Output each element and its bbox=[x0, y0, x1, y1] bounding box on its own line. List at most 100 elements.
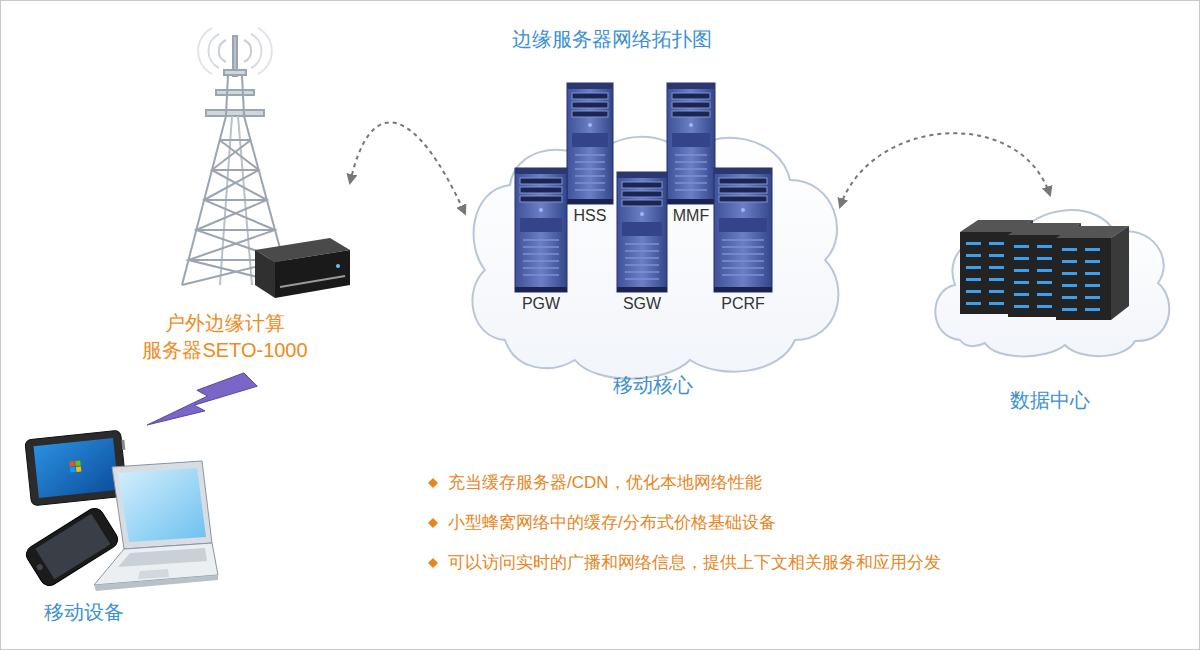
cloud-outline bbox=[472, 137, 838, 379]
node-art bbox=[665, 83, 717, 228]
server-vent bbox=[523, 260, 559, 262]
radio-wave bbox=[198, 28, 212, 74]
server-vent bbox=[523, 239, 559, 241]
radio-wave bbox=[208, 34, 219, 68]
rack-led bbox=[966, 254, 981, 257]
radio-wave bbox=[244, 40, 251, 62]
server-vent bbox=[625, 250, 659, 252]
server-body bbox=[714, 168, 772, 292]
node-label: PGW bbox=[522, 294, 560, 314]
server-body bbox=[617, 172, 667, 292]
server-panel bbox=[719, 218, 767, 232]
phone-button bbox=[36, 563, 44, 571]
node-art bbox=[565, 83, 615, 228]
server-vent bbox=[523, 267, 559, 269]
server-panel bbox=[572, 133, 608, 147]
server-vent bbox=[675, 182, 707, 184]
drive-bay bbox=[672, 102, 710, 108]
rack-led bbox=[1014, 293, 1029, 296]
edge-server-node: 户外边缘计算 服务器SETO-1000 bbox=[100, 28, 350, 372]
tower-brace bbox=[196, 229, 275, 231]
server-vent bbox=[625, 257, 659, 259]
core-cloud: 移动核心HSSMMFPGWSGWPCRF bbox=[465, 75, 840, 405]
phone bbox=[23, 505, 121, 589]
server-vent bbox=[575, 189, 605, 191]
server-vent bbox=[625, 243, 659, 245]
drive-bay bbox=[672, 93, 710, 99]
rack-led bbox=[966, 242, 981, 245]
server-foot bbox=[667, 199, 715, 204]
tower-brace bbox=[204, 199, 267, 201]
radio-wave bbox=[258, 28, 272, 74]
rack-led bbox=[1085, 248, 1100, 251]
node-label: 数据中心 bbox=[1010, 388, 1090, 412]
drive-bay bbox=[719, 196, 767, 202]
bullet-diamond bbox=[428, 518, 438, 528]
power-light bbox=[336, 264, 340, 268]
rack-led bbox=[989, 290, 1004, 293]
rack-front bbox=[960, 232, 1015, 314]
server-foot bbox=[567, 199, 613, 204]
server-vent bbox=[523, 246, 559, 248]
tower-leg bbox=[242, 75, 244, 115]
server-vent bbox=[523, 253, 559, 255]
node-label: SGW bbox=[623, 294, 661, 314]
server-cap bbox=[617, 172, 667, 178]
node-art bbox=[712, 168, 774, 316]
laptop-lid bbox=[112, 461, 212, 549]
rack-led bbox=[1014, 257, 1029, 260]
server-vent bbox=[675, 189, 707, 191]
drive-bay bbox=[572, 102, 608, 108]
radio-wave bbox=[251, 34, 262, 68]
rack-led bbox=[1062, 260, 1077, 263]
server-foot bbox=[617, 287, 667, 292]
phone-body bbox=[23, 505, 121, 589]
rack-led bbox=[1037, 293, 1052, 296]
logo-square bbox=[70, 467, 75, 472]
rack-led bbox=[989, 278, 1004, 281]
server-vent bbox=[523, 274, 559, 276]
server-vent bbox=[625, 264, 659, 266]
rack-led bbox=[1085, 260, 1100, 263]
bullet-list: 充当缓存服务器/CDN，优化本地网络性能小型蜂窝网络中的缓存/分布式价格基础设备… bbox=[448, 472, 1168, 592]
box-side bbox=[255, 250, 275, 298]
tower-tier bbox=[224, 70, 246, 75]
rack-led bbox=[989, 242, 1004, 245]
server-node: PGW bbox=[513, 168, 569, 316]
rack-led bbox=[1037, 245, 1052, 248]
server-vent bbox=[625, 271, 659, 273]
rack-led bbox=[989, 266, 1004, 269]
node-art bbox=[930, 195, 1170, 420]
node-art bbox=[20, 425, 225, 632]
rack-led bbox=[1085, 272, 1100, 275]
node-label: HSS bbox=[574, 206, 607, 226]
bullet-text: 小型蜂窝网络中的缓存/分布式价格基础设备 bbox=[448, 512, 1168, 552]
rack-led bbox=[1062, 308, 1077, 311]
server-node: HSS bbox=[565, 83, 615, 228]
server-vent bbox=[575, 182, 605, 184]
drive-bay bbox=[520, 196, 562, 202]
laptop-touchpad bbox=[138, 569, 169, 579]
power-button bbox=[689, 123, 693, 127]
server-foot bbox=[515, 287, 567, 292]
server-vent bbox=[575, 175, 605, 177]
drive-bay bbox=[520, 178, 562, 184]
power-button bbox=[741, 208, 745, 212]
rack-led bbox=[1037, 281, 1052, 284]
rack-led bbox=[966, 278, 981, 281]
rack-led bbox=[1085, 308, 1100, 311]
rack-led bbox=[1037, 305, 1052, 308]
server-node: SGW bbox=[615, 172, 669, 316]
radio-tower bbox=[182, 28, 290, 285]
diagram-title: 边缘服务器网络拓扑图 bbox=[412, 26, 812, 52]
server-vent bbox=[675, 154, 707, 156]
rack-led bbox=[1014, 269, 1029, 272]
server-node: MMF bbox=[665, 83, 717, 228]
rack-server bbox=[1056, 226, 1129, 320]
box-front bbox=[275, 250, 350, 298]
node-label: 户外边缘计算 服务器SETO-1000 bbox=[125, 310, 325, 364]
logo-square bbox=[75, 461, 80, 466]
edge-server-box bbox=[255, 238, 350, 298]
bullet-text: 可以访问实时的广播和网络信息，提供上下文相关服务和应用分发 bbox=[448, 552, 1168, 592]
server-vent bbox=[722, 246, 764, 248]
